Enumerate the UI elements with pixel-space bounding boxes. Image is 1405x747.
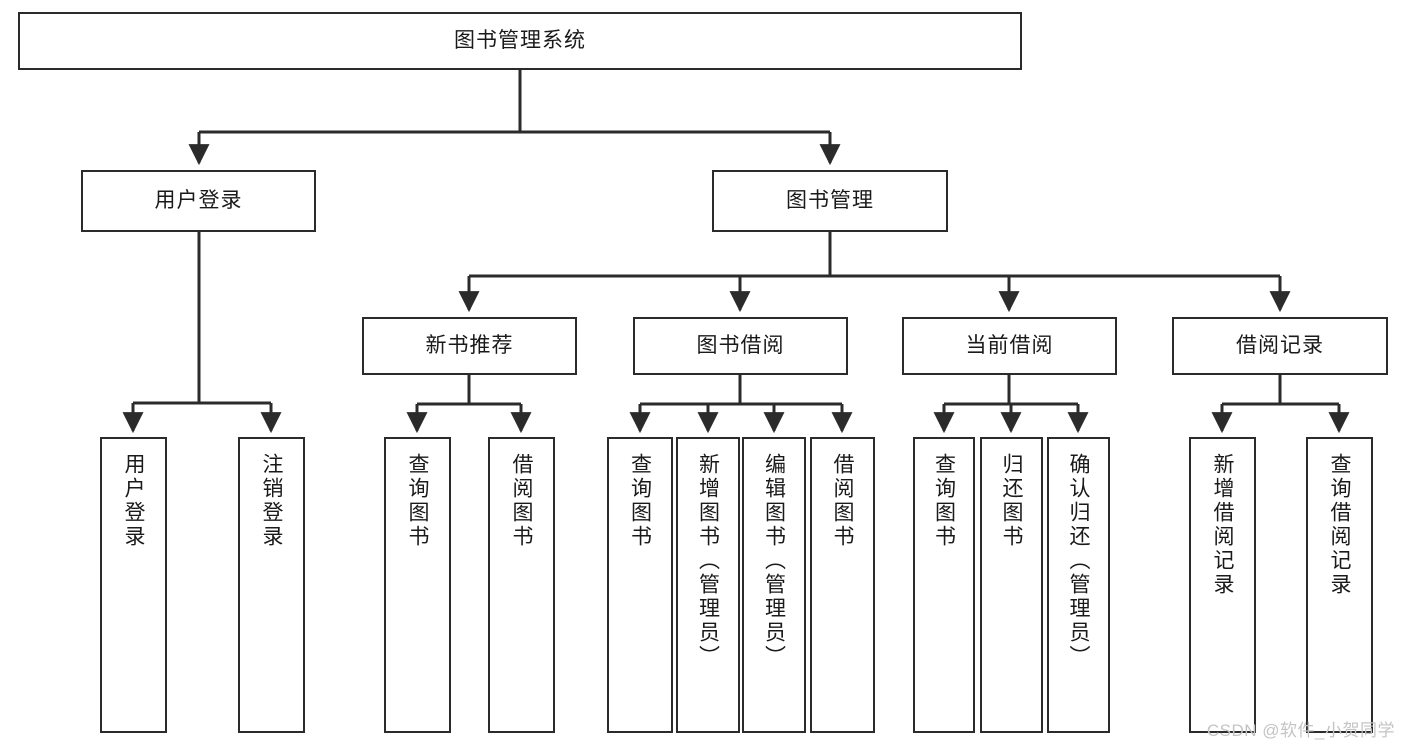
node-book-management[interactable]: 图书管理 xyxy=(712,170,948,232)
node-label: 用户登录 xyxy=(154,188,243,212)
node-label: 新增借阅记录 xyxy=(1211,453,1234,597)
node-label: 查询借阅记录 xyxy=(1328,453,1351,597)
node-new-book-recommend[interactable]: 新书推荐 xyxy=(362,317,577,375)
leaf-current-return-book[interactable]: 归还图书 xyxy=(980,437,1043,733)
leaf-borrow-query-book[interactable]: 查询图书 xyxy=(607,437,673,733)
leaf-borrow-add-book-admin[interactable]: 新增图书（管理员） xyxy=(676,437,740,733)
node-label: 借阅图书 xyxy=(510,453,533,549)
node-borrow-record[interactable]: 借阅记录 xyxy=(1172,317,1388,375)
node-label: 编辑图书（管理员） xyxy=(762,453,786,669)
node-label: 借阅记录 xyxy=(1236,333,1324,357)
node-label: 图书管理系统 xyxy=(454,28,586,52)
node-root-system[interactable]: 图书管理系统 xyxy=(18,12,1022,70)
leaf-record-add-record[interactable]: 新增借阅记录 xyxy=(1189,437,1256,733)
node-user-login[interactable]: 用户登录 xyxy=(81,170,316,232)
leaf-recommend-query-book[interactable]: 查询图书 xyxy=(384,437,451,733)
node-label: 用户登录 xyxy=(122,453,145,549)
node-label: 图书管理 xyxy=(786,188,874,212)
node-label: 图书借阅 xyxy=(696,333,785,357)
node-label: 新增图书（管理员） xyxy=(696,453,720,669)
leaf-record-query-record[interactable]: 查询借阅记录 xyxy=(1306,437,1373,733)
node-current-borrow[interactable]: 当前借阅 xyxy=(902,317,1117,375)
node-label: 确认归还（管理员） xyxy=(1067,453,1090,669)
node-label: 查询图书 xyxy=(628,453,652,549)
leaf-current-query-book[interactable]: 查询图书 xyxy=(913,437,975,733)
leaf-recommend-borrow-book[interactable]: 借阅图书 xyxy=(488,437,555,733)
node-label: 归还图书 xyxy=(1000,453,1023,549)
node-label: 查询图书 xyxy=(932,453,956,549)
node-label: 查询图书 xyxy=(406,453,429,549)
leaf-borrow-borrow-book[interactable]: 借阅图书 xyxy=(810,437,875,733)
leaf-current-confirm-return-admin[interactable]: 确认归还（管理员） xyxy=(1047,437,1110,733)
leaf-borrow-edit-book-admin[interactable]: 编辑图书（管理员） xyxy=(742,437,806,733)
node-label: 注销登录 xyxy=(260,453,283,549)
leaf-user-login-logout[interactable]: 注销登录 xyxy=(238,437,305,733)
node-book-borrow[interactable]: 图书借阅 xyxy=(633,317,848,375)
node-label: 新书推荐 xyxy=(425,333,514,357)
csdn-watermark: CSDN @软件_小贺同学 xyxy=(1206,721,1395,740)
node-label: 借阅图书 xyxy=(831,453,854,549)
leaf-user-login-login[interactable]: 用户登录 xyxy=(100,437,167,733)
node-label: 当前借阅 xyxy=(965,333,1054,357)
